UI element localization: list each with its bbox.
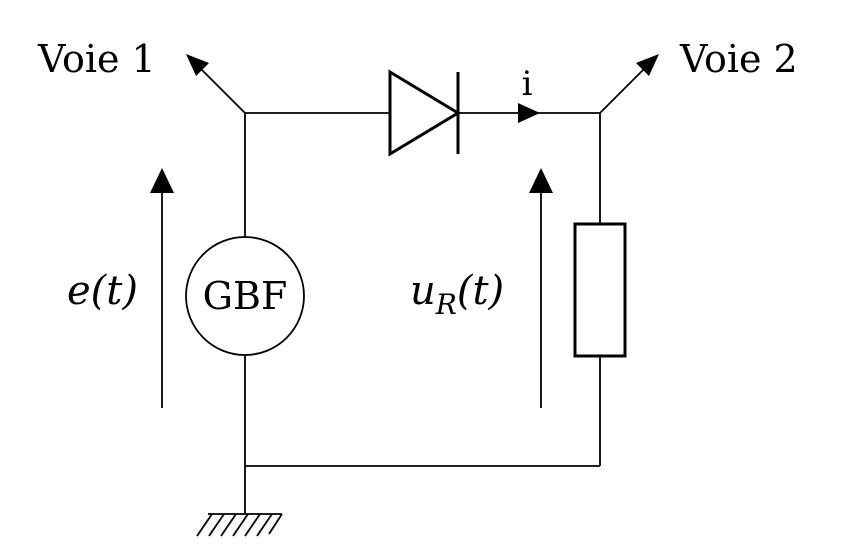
- generator-label: GBF: [203, 274, 288, 318]
- resistor-voltage-arg: (t): [457, 268, 504, 314]
- voie1-label: Voie 1: [37, 37, 156, 81]
- diode-triangle: [388, 69, 461, 157]
- voie1-probe-line: [196, 64, 246, 114]
- voie2-probe-line: [599, 64, 649, 114]
- source-voltage-label: e(t): [67, 268, 138, 314]
- resistor-voltage-arrow-head: [529, 168, 553, 193]
- resistor-voltage-subscript: R: [435, 288, 457, 321]
- source-voltage-arrow-head: [150, 168, 174, 193]
- source-voltage-arg: (t): [91, 268, 138, 314]
- voie1-probe-arrow: [186, 54, 209, 76]
- ground-symbol: [196, 513, 283, 537]
- resistor-voltage-label: uR(t): [410, 268, 504, 321]
- current-label: i: [522, 64, 533, 104]
- source-voltage-symbol: e: [67, 268, 91, 314]
- resistor-voltage-symbol: u: [410, 268, 436, 314]
- voie2-probe-arrow: [636, 54, 659, 76]
- voie2-label: Voie 2: [679, 37, 798, 81]
- resistor: [573, 222, 627, 358]
- diode: [388, 69, 461, 157]
- current-arrow: [518, 103, 540, 123]
